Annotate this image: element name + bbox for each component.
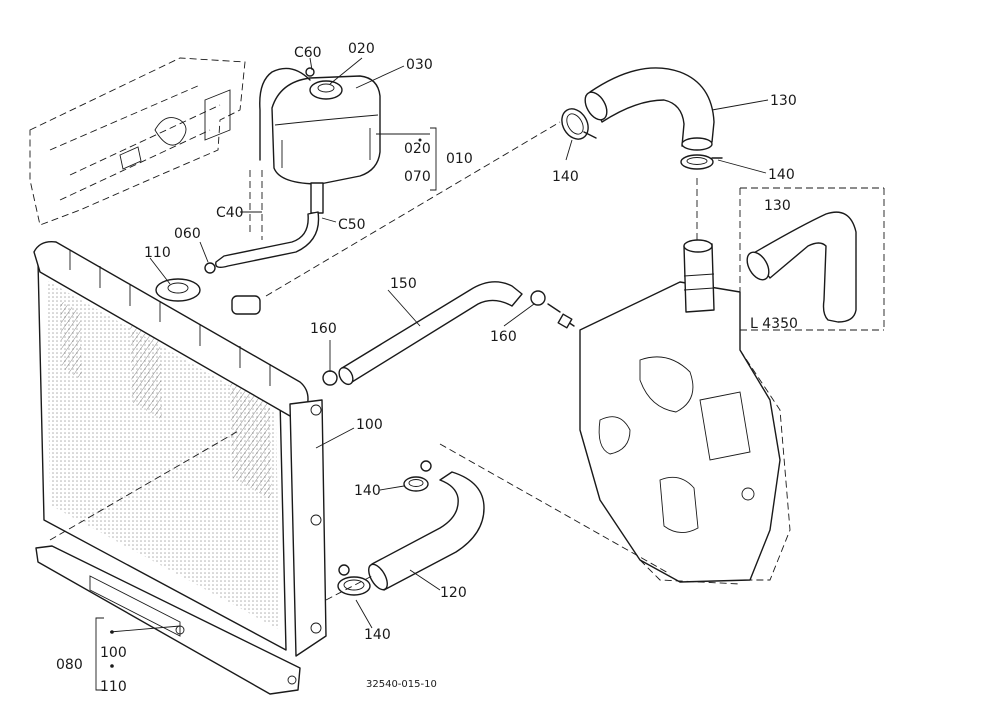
callout-140-lower-top: 140: [354, 483, 381, 499]
callout-120: 120: [440, 585, 467, 601]
callout-140-upper-left: 140: [552, 169, 579, 185]
callout-c60: C60: [294, 45, 322, 61]
callout-060: 060: [174, 226, 201, 242]
upper-hose: [584, 67, 715, 151]
callout-030: 030: [406, 57, 433, 73]
clamp-lower-bottom: [337, 564, 371, 596]
callout-020-top: 020: [348, 41, 375, 57]
callout-010: 010: [446, 151, 473, 167]
overflow-hose: [215, 211, 320, 269]
radiator: [33, 241, 327, 695]
variant-box: [739, 187, 885, 331]
alignment-lines: [49, 121, 698, 601]
callout-variant-l4350: L 4350: [750, 316, 798, 332]
callout-110-top: 110: [144, 245, 171, 261]
engine-block-outline: [29, 57, 246, 226]
callout-labels: C60 020 030 020 010 070 C40 C50 060 110 …: [56, 41, 798, 695]
lower-hose: [368, 471, 485, 591]
callout-c40: C40: [216, 205, 244, 221]
callout-c50: C50: [338, 217, 366, 233]
callout-100-group: 100: [100, 645, 127, 661]
leader-lines: [95, 57, 769, 691]
callout-020-side: 020: [404, 141, 431, 157]
clamp-lower-top: [403, 460, 432, 492]
callout-130-variant: 130: [764, 198, 791, 214]
callout-070: 070: [404, 169, 431, 185]
engine: [579, 239, 791, 585]
callout-080: 080: [56, 657, 83, 673]
clamp-c60: [305, 67, 315, 77]
callout-110-group: 110: [100, 679, 127, 695]
callout-160-right: 160: [490, 329, 517, 345]
reserve-tank: [249, 67, 381, 240]
callout-150: 150: [390, 276, 417, 292]
drawing-reference: 32540-015-10: [366, 679, 437, 690]
callout-130-main: 130: [770, 93, 797, 109]
callout-160-left: 160: [310, 321, 337, 337]
bypass-hose: [322, 281, 575, 386]
clamp-upper-left: [561, 108, 597, 140]
callout-140-upper-right: 140: [768, 167, 795, 183]
callout-140-lower-bottom: 140: [364, 627, 391, 643]
clamp-060: [204, 262, 216, 274]
clamp-upper-right: [680, 154, 723, 170]
group-bullets: [110, 138, 422, 668]
callout-100-radiator: 100: [356, 417, 383, 433]
